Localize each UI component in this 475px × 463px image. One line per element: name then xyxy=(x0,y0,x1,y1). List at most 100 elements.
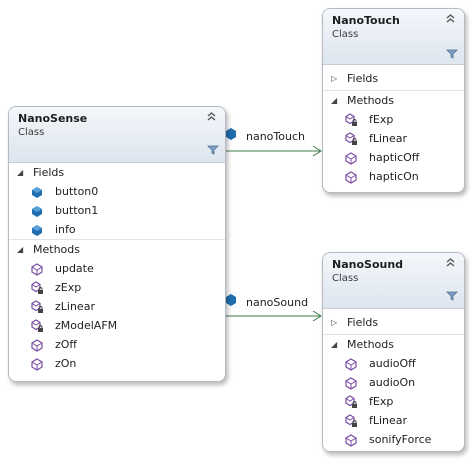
private-method-lock-icon xyxy=(31,281,43,294)
field-item-info[interactable]: info xyxy=(9,220,225,239)
method-item-hapticoff[interactable]: hapticOff xyxy=(323,148,464,167)
method-item-zmodelafm[interactable]: zModelAFM xyxy=(9,316,225,335)
method-item-zon[interactable]: zOn xyxy=(9,354,225,373)
expanded-triangle-icon: ◢ xyxy=(17,245,24,254)
class-header: NanoSense Class xyxy=(9,107,225,163)
association-label-nanosound[interactable]: nanoSound xyxy=(246,296,309,309)
method-name: fLinear xyxy=(369,414,408,427)
method-name: hapticOn xyxy=(369,170,419,183)
method-cube-icon xyxy=(345,434,357,447)
fields-section-header[interactable]: ◢ Fields xyxy=(9,163,225,182)
fields-section-header[interactable]: ▷ Fields xyxy=(323,313,464,332)
method-item-zexp[interactable]: zExp xyxy=(9,278,225,297)
field-icon xyxy=(226,128,236,140)
filter-funnel-icon[interactable] xyxy=(207,145,219,155)
class-kind: Class xyxy=(332,29,359,40)
method-name: audioOff xyxy=(369,357,416,370)
field-icon xyxy=(32,187,42,198)
methods-section-header[interactable]: ◢ Methods xyxy=(323,335,464,354)
double-chevron-up-icon[interactable] xyxy=(445,257,456,268)
field-name: button0 xyxy=(55,185,99,198)
section-label: Fields xyxy=(347,72,379,85)
field-icon xyxy=(32,206,42,217)
class-name: NanoSound xyxy=(332,258,404,271)
method-name: hapticOff xyxy=(369,151,420,164)
method-name: zOff xyxy=(55,338,78,351)
method-cube-icon xyxy=(345,377,357,390)
class-box-nanotouch[interactable]: NanoTouch Class ▷ Fields ◢ Methods fExp xyxy=(322,8,465,193)
method-name: zOn xyxy=(55,357,77,370)
method-cube-icon xyxy=(345,358,357,371)
class-kind: Class xyxy=(18,127,45,138)
method-name: zExp xyxy=(55,281,82,294)
private-method-lock-icon xyxy=(345,113,357,126)
private-method-lock-icon xyxy=(345,414,357,427)
method-item-sonifyforce[interactable]: sonifyForce xyxy=(323,430,464,449)
filter-funnel-icon[interactable] xyxy=(446,291,458,301)
class-header: NanoTouch Class xyxy=(323,9,464,65)
class-name: NanoSense xyxy=(18,112,88,125)
field-name: info xyxy=(55,223,76,236)
method-name: sonifyForce xyxy=(369,433,432,446)
private-method-lock-icon xyxy=(31,319,43,332)
method-name: fExp xyxy=(369,113,394,126)
method-cube-icon xyxy=(345,152,357,165)
method-item-zlinear[interactable]: zLinear xyxy=(9,297,225,316)
method-item-zoff[interactable]: zOff xyxy=(9,335,225,354)
field-item-button0[interactable]: button0 xyxy=(9,182,225,201)
expanded-triangle-icon: ◢ xyxy=(331,340,338,349)
collapsed-triangle-icon: ▷ xyxy=(331,318,338,327)
method-cube-icon xyxy=(31,263,43,276)
method-item-fexp[interactable]: fExp xyxy=(323,392,464,411)
association-label-nanotouch[interactable]: nanoTouch xyxy=(246,130,305,143)
section-label: Methods xyxy=(347,94,394,107)
method-cube-icon xyxy=(31,358,43,371)
collapsed-triangle-icon: ▷ xyxy=(331,74,338,83)
section-label: Fields xyxy=(33,166,65,179)
private-method-lock-icon xyxy=(345,132,357,145)
field-icon xyxy=(32,225,42,236)
method-name: fLinear xyxy=(369,132,408,145)
method-name: zModelAFM xyxy=(55,319,118,332)
private-method-lock-icon xyxy=(31,300,43,313)
expanded-triangle-icon: ◢ xyxy=(331,96,338,105)
section-divider xyxy=(323,90,464,91)
class-box-nanosound[interactable]: NanoSound Class ▷ Fields ◢ Methods audio… xyxy=(322,252,465,452)
method-name: update xyxy=(55,262,94,275)
method-item-update[interactable]: update xyxy=(9,259,225,278)
class-name: NanoTouch xyxy=(332,14,400,27)
section-label: Fields xyxy=(347,316,379,329)
filter-funnel-icon[interactable] xyxy=(446,49,458,59)
arrowhead-nanosound xyxy=(312,310,322,322)
double-chevron-up-icon[interactable] xyxy=(206,111,217,122)
arrowhead-nanotouch xyxy=(312,145,322,157)
section-label: Methods xyxy=(347,338,394,351)
section-label: Methods xyxy=(33,243,80,256)
field-icon xyxy=(226,294,236,306)
method-cube-icon xyxy=(345,171,357,184)
class-kind: Class xyxy=(332,273,359,284)
method-name: fExp xyxy=(369,395,394,408)
private-method-lock-icon xyxy=(345,395,357,408)
class-box-nanosense[interactable]: NanoSense Class ◢ Fields button0 button1 xyxy=(8,106,226,382)
method-item-flinear[interactable]: fLinear xyxy=(323,411,464,430)
field-name: button1 xyxy=(55,204,99,217)
method-name: zLinear xyxy=(55,300,95,313)
method-item-hapticon[interactable]: hapticOn xyxy=(323,167,464,186)
fields-section-header[interactable]: ▷ Fields xyxy=(323,69,464,88)
field-item-button1[interactable]: button1 xyxy=(9,201,225,220)
class-header: NanoSound Class xyxy=(323,253,464,309)
method-item-audioon[interactable]: audioOn xyxy=(323,373,464,392)
method-item-fexp[interactable]: fExp xyxy=(323,110,464,129)
expanded-triangle-icon: ◢ xyxy=(17,168,24,177)
double-chevron-up-icon[interactable] xyxy=(445,13,456,24)
method-cube-icon xyxy=(31,339,43,352)
method-item-flinear[interactable]: fLinear xyxy=(323,129,464,148)
methods-section-header[interactable]: ◢ Methods xyxy=(9,240,225,259)
section-divider xyxy=(9,239,225,240)
method-item-audiooff[interactable]: audioOff xyxy=(323,354,464,373)
methods-section-header[interactable]: ◢ Methods xyxy=(323,91,464,110)
section-divider xyxy=(323,334,464,335)
method-name: audioOn xyxy=(369,376,416,389)
